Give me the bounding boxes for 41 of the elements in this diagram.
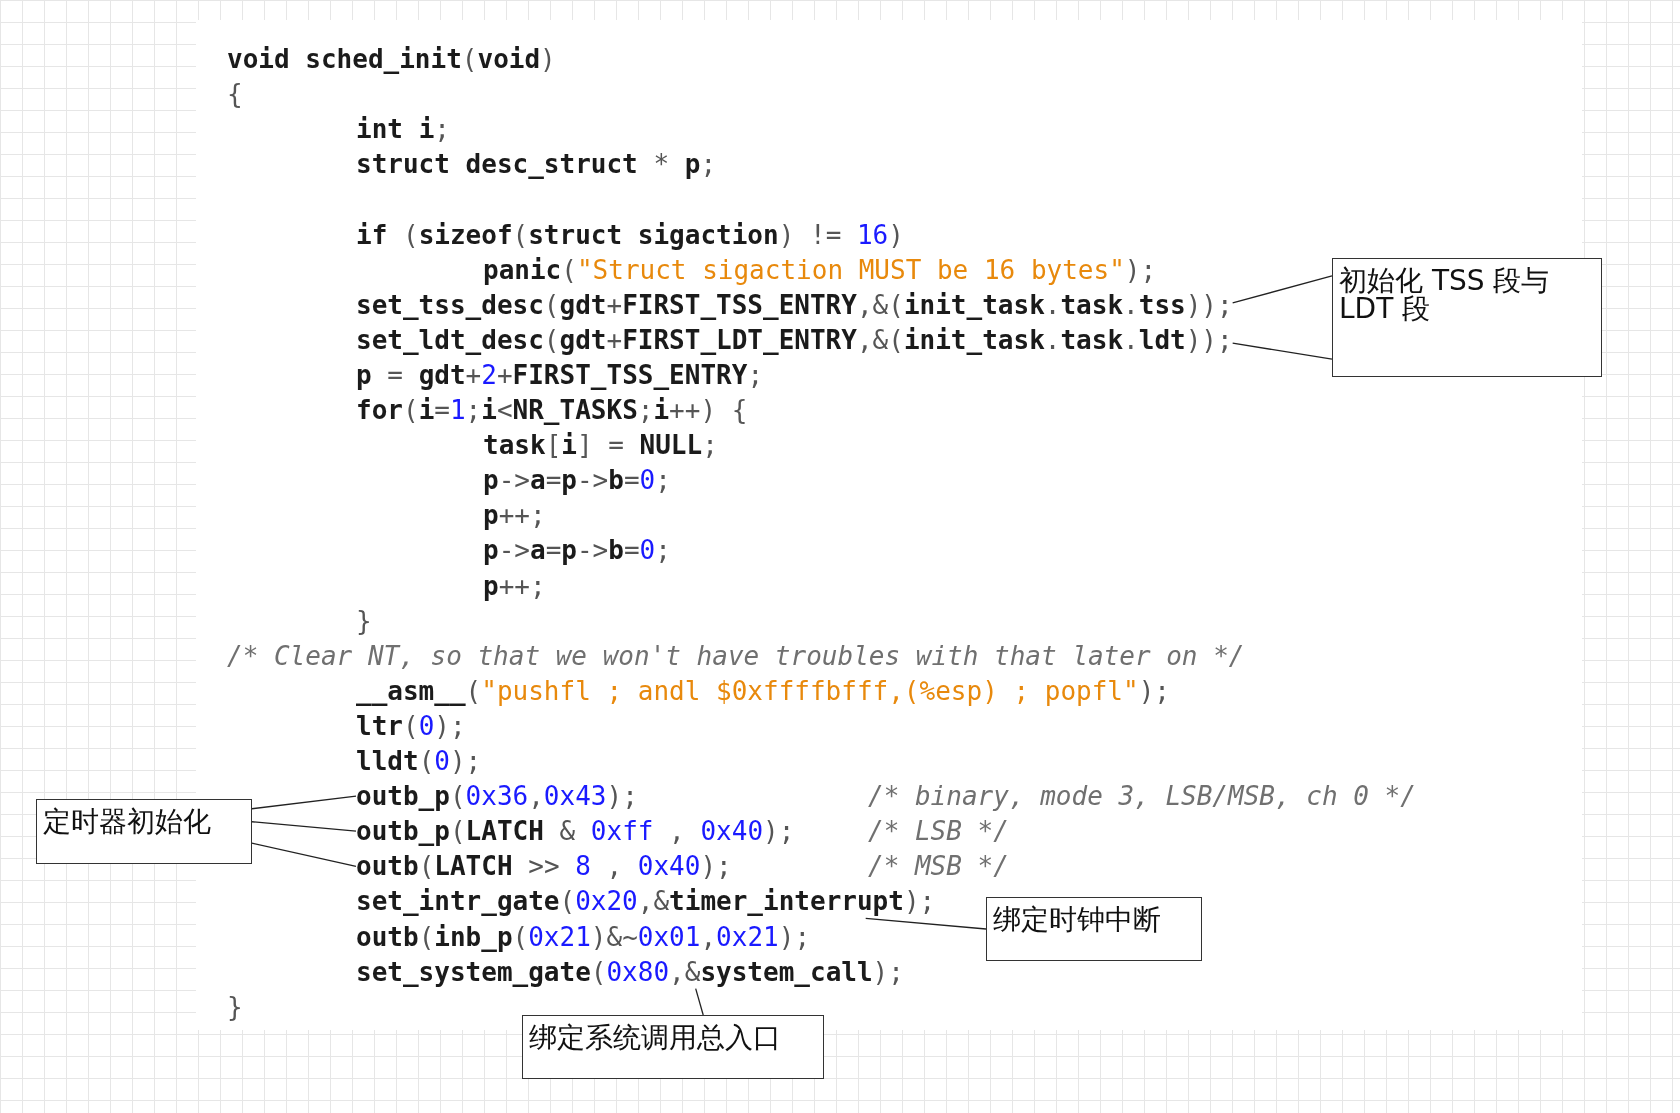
code-line: p->a=p->b=0;	[483, 534, 671, 568]
code-line: outb_p(0x36,0x43);	[356, 780, 638, 814]
leader-line	[865, 917, 987, 930]
code-line: p->a=p->b=0;	[483, 464, 671, 498]
leader-line	[1232, 342, 1333, 360]
code-line: {	[227, 78, 243, 112]
code-line: void sched_init(void)	[227, 43, 556, 76]
leader-line	[695, 987, 704, 1016]
code-comment: /* LSB */	[868, 815, 1009, 849]
code-comment: /* Clear NT, so that we won't have troubles with that later on */	[227, 639, 1245, 673]
code-line: p++;	[483, 499, 546, 533]
code-line: }	[227, 990, 243, 1024]
code-line: lldt(0);	[356, 745, 482, 778]
code-line: outb(LATCH >> 8 , 0x40);	[356, 850, 732, 884]
code-line: set_tss_desc(gdt+FIRST_TSS_ENTRY,&(init_task.task.tss));	[356, 288, 1233, 322]
code-comment: /* MSB */	[868, 850, 1009, 884]
code-line: set_ldt_desc(gdt+FIRST_LDT_ENTRY,&(init_task.task.ldt));	[356, 323, 1233, 357]
code-line: panic("Struct sigaction MUST be 16 bytes");	[483, 253, 1157, 287]
leader-line	[251, 821, 357, 832]
callout-box: 定时器初始化	[36, 799, 252, 864]
code-line: __asm__("pushfl ; andl $0xffffbfff,(%esp) ; popfl");	[356, 674, 1170, 708]
code-line: if (sizeof(struct sigaction) != 16)	[356, 218, 904, 252]
code-line: task[i] = NULL;	[483, 429, 718, 463]
code-line: p++;	[483, 569, 546, 603]
leader-line	[1232, 275, 1333, 304]
code-line: set_system_gate(0x80,&system_call);	[356, 955, 904, 989]
code-line: for(i=1;i<NR_TASKS;i++) {	[356, 394, 748, 427]
leader-line	[251, 795, 357, 810]
callout-box: 绑定系统调用总入口	[522, 1015, 824, 1079]
callout-box: 初始化 TSS 段与 LDT 段	[1332, 258, 1602, 377]
leader-line	[251, 842, 357, 867]
code-line: outb(inb_p(0x21)&~0x01,0x21);	[356, 920, 811, 954]
code-comment: /* binary, mode 3, LSB/MSB, ch 0 */	[868, 780, 1416, 814]
code-line: p = gdt+2+FIRST_TSS_ENTRY;	[356, 358, 764, 392]
code-line: int i;	[356, 113, 450, 147]
code-line: }	[356, 604, 372, 638]
code-line: outb_p(LATCH & 0xff , 0x40);	[356, 815, 795, 849]
code-line: set_intr_gate(0x20,&timer_interrupt);	[356, 885, 936, 919]
code-line: ltr(0);	[356, 709, 466, 743]
callout-box: 绑定时钟中断	[986, 897, 1202, 961]
code-line: struct desc_struct * p;	[356, 148, 717, 182]
